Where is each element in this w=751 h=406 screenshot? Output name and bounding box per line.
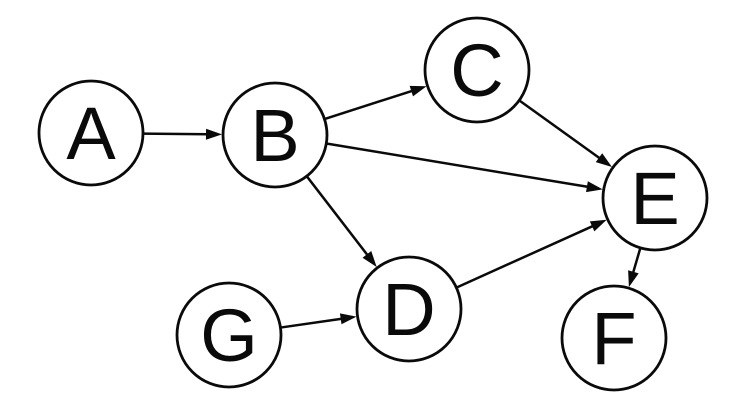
edge-line-D-E bbox=[455, 224, 595, 289]
node-label-D: D bbox=[382, 268, 435, 351]
node-label-C: C bbox=[450, 29, 503, 112]
node-F: F bbox=[560, 284, 668, 392]
edge-line-C-E bbox=[518, 99, 602, 160]
node-G: G bbox=[175, 281, 283, 389]
node-circle-D bbox=[355, 255, 463, 363]
node-circle-E bbox=[601, 144, 709, 252]
edge-B-D bbox=[305, 175, 377, 268]
node-B: B bbox=[221, 81, 329, 189]
node-circle-F bbox=[560, 284, 668, 392]
node-label-A: A bbox=[66, 92, 116, 175]
edge-line-G-D bbox=[280, 317, 343, 329]
edge-G-D bbox=[280, 313, 357, 329]
arrowhead-icon bbox=[339, 313, 357, 325]
edge-C-E bbox=[518, 99, 612, 168]
arrowhead-icon bbox=[589, 219, 607, 232]
edge-line-A-B bbox=[142, 132, 209, 136]
node-circle-B bbox=[221, 81, 329, 189]
edge-D-E bbox=[455, 219, 607, 289]
node-circle-A bbox=[37, 79, 145, 187]
arrowhead-icon bbox=[595, 153, 612, 168]
node-C: C bbox=[423, 16, 531, 124]
edge-A-B bbox=[142, 128, 223, 140]
node-label-G: G bbox=[200, 294, 258, 377]
arrowhead-icon bbox=[205, 128, 223, 140]
node-label-E: E bbox=[630, 157, 679, 240]
node-E: E bbox=[601, 144, 709, 252]
node-label-B: B bbox=[250, 94, 299, 177]
node-circle-G bbox=[175, 281, 283, 389]
edge-E-F bbox=[628, 247, 642, 288]
node-label-F: F bbox=[591, 297, 636, 380]
edge-line-B-E bbox=[326, 142, 590, 189]
node-A: A bbox=[37, 79, 145, 187]
arrowhead-icon bbox=[586, 181, 603, 193]
arrowhead-icon bbox=[628, 270, 639, 288]
edge-line-B-C bbox=[324, 89, 414, 121]
edge-B-E bbox=[326, 142, 603, 193]
edge-line-B-D bbox=[305, 175, 370, 257]
arrowhead-icon bbox=[362, 250, 377, 268]
edge-B-C bbox=[324, 85, 427, 121]
node-D: D bbox=[355, 255, 463, 363]
arrowhead-icon bbox=[409, 85, 427, 97]
edge-line-E-F bbox=[631, 247, 642, 275]
node-circle-C bbox=[423, 16, 531, 124]
